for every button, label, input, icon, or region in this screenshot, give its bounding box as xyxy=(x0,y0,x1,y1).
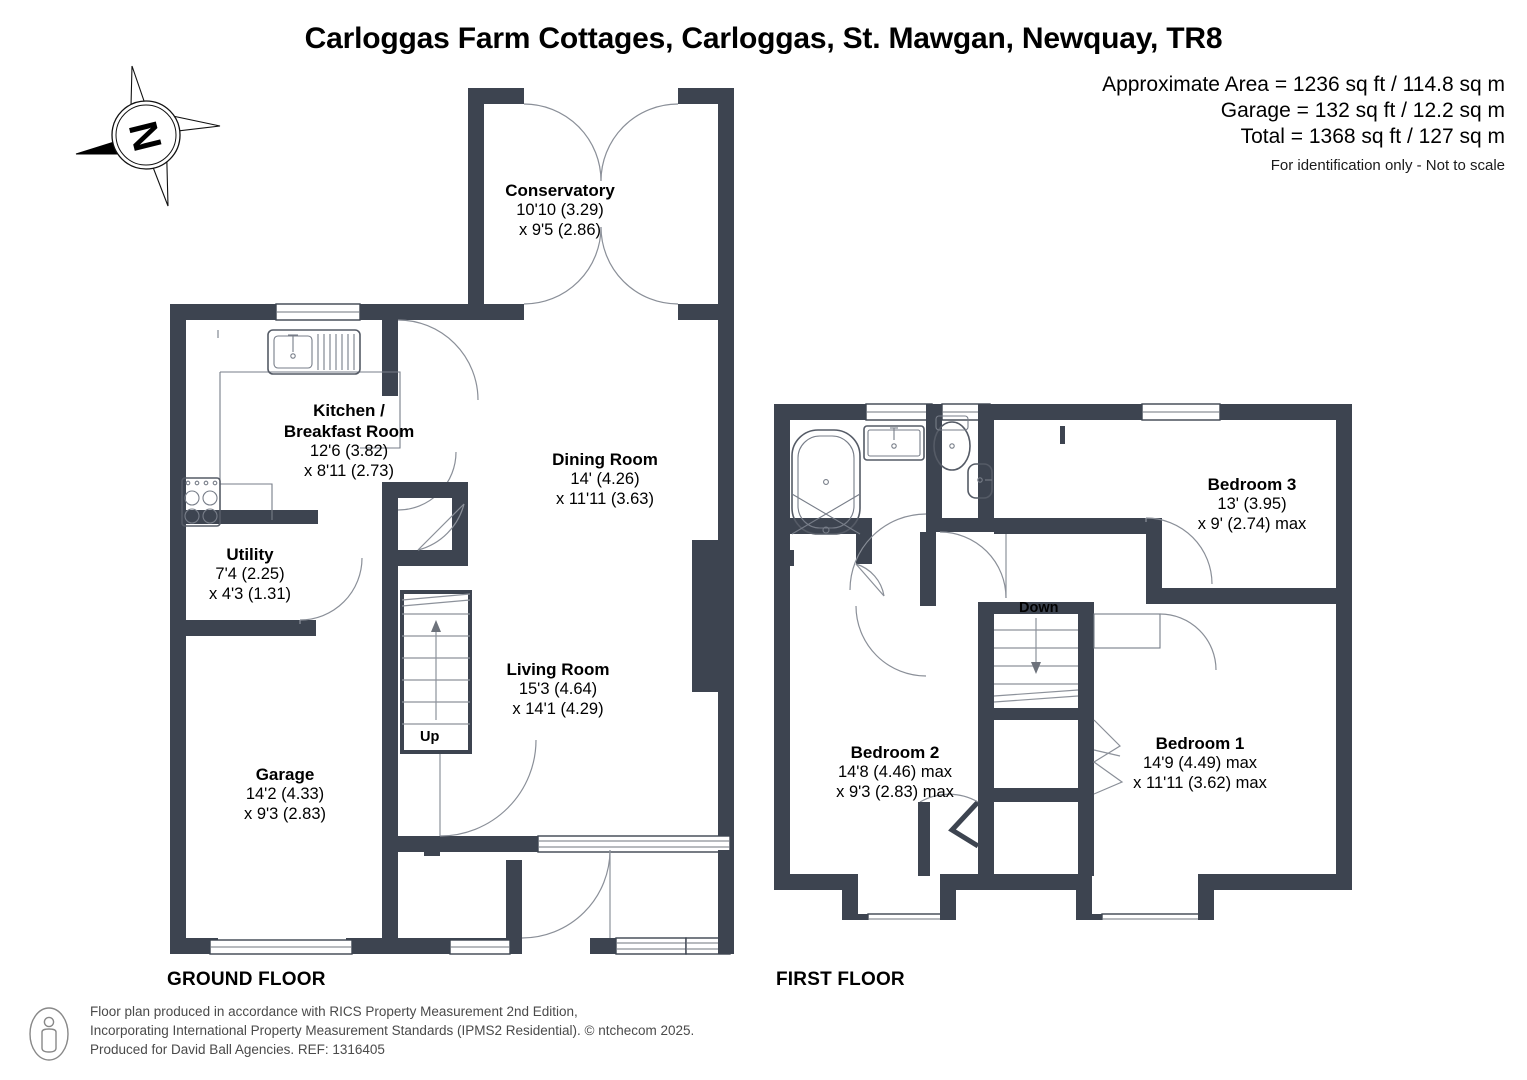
ground-floor-plan: .w{fill:#3d4450;} .fx{fill:none;stroke:#… xyxy=(150,80,770,975)
ground-floor-title: GROUND FLOOR xyxy=(167,969,326,990)
compass-rose: N xyxy=(70,58,230,213)
room-dim-2: x 9'3 (2.83) xyxy=(243,804,327,823)
room-dim-2: x 14'1 (4.29) xyxy=(512,699,604,718)
stairs-down-label: Down xyxy=(1019,600,1059,616)
wc-fixtures xyxy=(933,415,993,499)
room-name: Bedroom 3 xyxy=(1207,475,1297,494)
room-dim-1: 15'3 (4.64) xyxy=(518,680,598,698)
room-label-bedroom-1: Bedroom 1 14'9 (4.49) max x 11'11 (3.62)… xyxy=(1100,733,1300,793)
footer-line-2: Incorporating International Property Mea… xyxy=(90,1023,695,1038)
bathroom-fixtures xyxy=(791,425,925,535)
room-dim-1: 14'9 (4.49) max xyxy=(1142,754,1258,772)
first-stairs xyxy=(993,618,1079,703)
total-area-text: Total = 1368 sq ft / 127 sq m xyxy=(1240,125,1505,148)
room-name: Conservatory xyxy=(505,181,615,200)
room-dim-1: 14' (4.26) xyxy=(570,470,640,488)
first-floor-title: FIRST FLOOR xyxy=(776,969,905,990)
kitchen-fixtures xyxy=(181,329,401,527)
room-name: Kitchen / xyxy=(313,401,385,420)
room-dim-2: x 9'5 (2.86) xyxy=(518,220,602,239)
door-bedroom2 xyxy=(918,793,980,876)
footer: Floor plan produced in accordance with R… xyxy=(28,1002,928,1072)
room-dim-1: 10'10 (3.29) xyxy=(516,201,604,219)
room-label-kitchen-breakfast-room: Kitchen / Breakfast Room 12'6 (3.82) x 8… xyxy=(254,400,444,481)
stairs-up-label: Up xyxy=(420,729,440,745)
room-name: Garage xyxy=(255,765,315,784)
bifold-doors-bedroom1 xyxy=(1092,719,1124,795)
room-name: Living Room xyxy=(506,660,610,679)
footer-text: Floor plan produced in accordance with R… xyxy=(90,1002,694,1059)
room-name: Utility xyxy=(226,545,274,564)
room-name: Dining Room xyxy=(552,450,658,469)
room-dim-1: 12'6 (3.82) xyxy=(309,442,389,460)
first-floor-plan: .w2{fill:#3d4450;} .fx2{fill:none;stroke… xyxy=(760,390,1380,931)
room-name: Bedroom 2 xyxy=(850,743,940,762)
room-dim-1: 13' (3.95) xyxy=(1217,495,1287,513)
ground-stairs xyxy=(400,590,472,754)
room-label-conservatory: Conservatory 10'10 (3.29) x 9'5 (2.86) xyxy=(480,180,640,240)
room-label-bedroom-3: Bedroom 3 13' (3.95) x 9' (2.74) max xyxy=(1152,474,1352,534)
person-icon xyxy=(28,1006,70,1062)
room-label-bedroom-2: Bedroom 2 14'8 (4.46) max x 9'3 (2.83) m… xyxy=(795,742,995,802)
room-dim-1: 14'2 (4.33) xyxy=(245,785,325,803)
room-name-2: Breakfast Room xyxy=(283,422,415,441)
room-label-living-room: Living Room 15'3 (4.64) x 14'1 (4.29) xyxy=(468,659,648,719)
area-summary: Approximate Area = 1236 sq ft / 114.8 sq… xyxy=(1102,72,1505,150)
room-dim-1: 14'8 (4.46) max xyxy=(837,763,953,781)
room-dim-2: x 11'11 (3.62) max xyxy=(1133,773,1267,792)
room-label-utility: Utility 7'4 (2.25) x 4'3 (1.31) xyxy=(180,544,320,604)
page-title: Carloggas Farm Cottages, Carloggas, St. … xyxy=(304,22,1223,55)
footer-line-1: Floor plan produced in accordance with R… xyxy=(90,1004,578,1019)
approximate-area-text: Approximate Area = 1236 sq ft / 114.8 sq… xyxy=(1102,73,1505,96)
disclaimer-text: For identification only - Not to scale xyxy=(1270,157,1505,174)
room-name: Bedroom 1 xyxy=(1155,734,1245,753)
garage-area-text: Garage = 132 sq ft / 12.2 sq m xyxy=(1220,99,1505,122)
room-dim-2: x 4'3 (1.31) xyxy=(208,584,292,603)
room-dim-2: x 9' (2.74) max xyxy=(1197,514,1307,533)
room-dim-2: x 9'3 (2.83) max xyxy=(836,782,954,801)
room-dim-2: x 11'11 (3.63) xyxy=(556,489,654,508)
footer-line-3: Produced for David Ball Agencies. REF: 1… xyxy=(90,1042,385,1057)
room-label-dining-room: Dining Room 14' (4.26) x 11'11 (3.63) xyxy=(510,449,700,509)
room-dim-2: x 8'11 (2.73) xyxy=(304,461,394,480)
room-dim-1: 7'4 (2.25) xyxy=(215,565,285,583)
room-label-garage: Garage 14'2 (4.33) x 9'3 (2.83) xyxy=(215,764,355,824)
